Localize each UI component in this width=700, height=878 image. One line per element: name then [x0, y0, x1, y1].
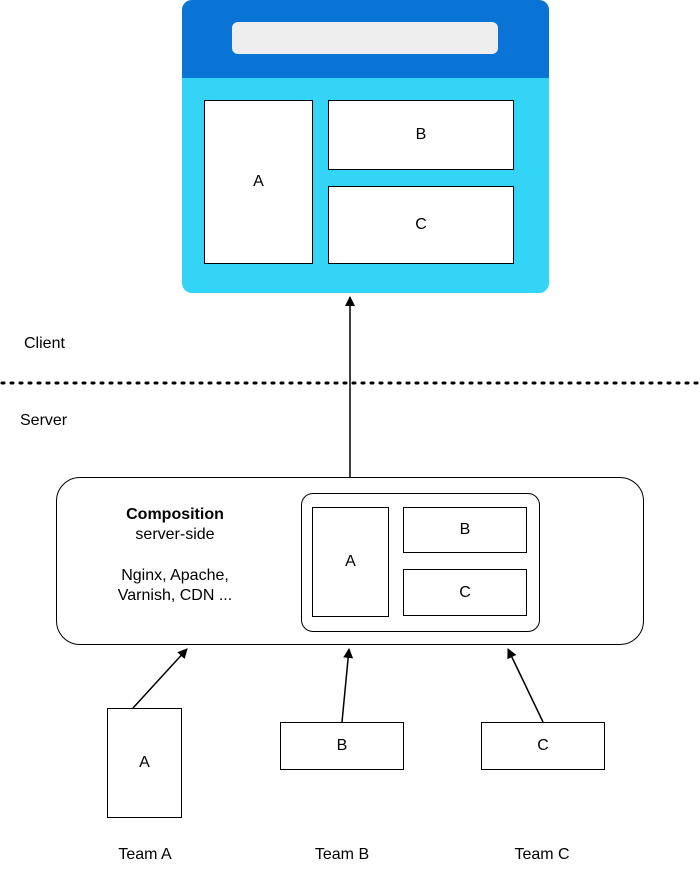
team-a-name: Team A: [118, 846, 172, 863]
composition-panel-b: B: [403, 507, 527, 553]
team-b-fragment: B: [280, 722, 404, 770]
arrow-team-c-to-composition: [507, 648, 544, 723]
team-c-name: Team C: [514, 846, 570, 863]
composition-text: Composition server-side Nginx, Apache, V…: [95, 505, 255, 606]
composition-title: Composition: [126, 506, 224, 523]
browser-panel-c-label: C: [415, 216, 427, 233]
arrow-team-b-to-composition: [341, 648, 354, 723]
team-b-fragment-label: B: [336, 737, 348, 754]
browser-window: A B C: [182, 0, 549, 293]
arrow-team-a-to-composition: [132, 648, 188, 709]
team-c-fragment: C: [481, 722, 605, 770]
composition-panel-c-label: C: [459, 583, 471, 601]
team-a-fragment-label: A: [139, 754, 150, 771]
browser-panel-c: C: [328, 186, 514, 264]
server-label: Server: [20, 412, 68, 429]
team-c-fragment-label: C: [537, 737, 549, 754]
browser-panel-b-label: B: [415, 126, 427, 143]
composition-tools-line2: Varnish, CDN ...: [117, 587, 233, 604]
browser-panel-b: B: [328, 100, 514, 170]
composition-panel-a-label: A: [345, 553, 356, 570]
browser-address-bar: [232, 22, 498, 54]
composition-panel-b-label: B: [459, 521, 471, 538]
browser-panel-a: A: [204, 100, 313, 264]
composition-subtitle: server-side: [135, 526, 215, 543]
browser-panel-a-label: A: [253, 173, 264, 190]
team-a-fragment: A: [107, 708, 182, 818]
team-b-name: Team B: [314, 846, 370, 863]
composition-tools-line1: Nginx, Apache,: [121, 567, 229, 584]
composition-panel-c: C: [403, 569, 527, 616]
composition-panel-a: A: [312, 507, 389, 617]
client-label: Client: [24, 335, 65, 352]
